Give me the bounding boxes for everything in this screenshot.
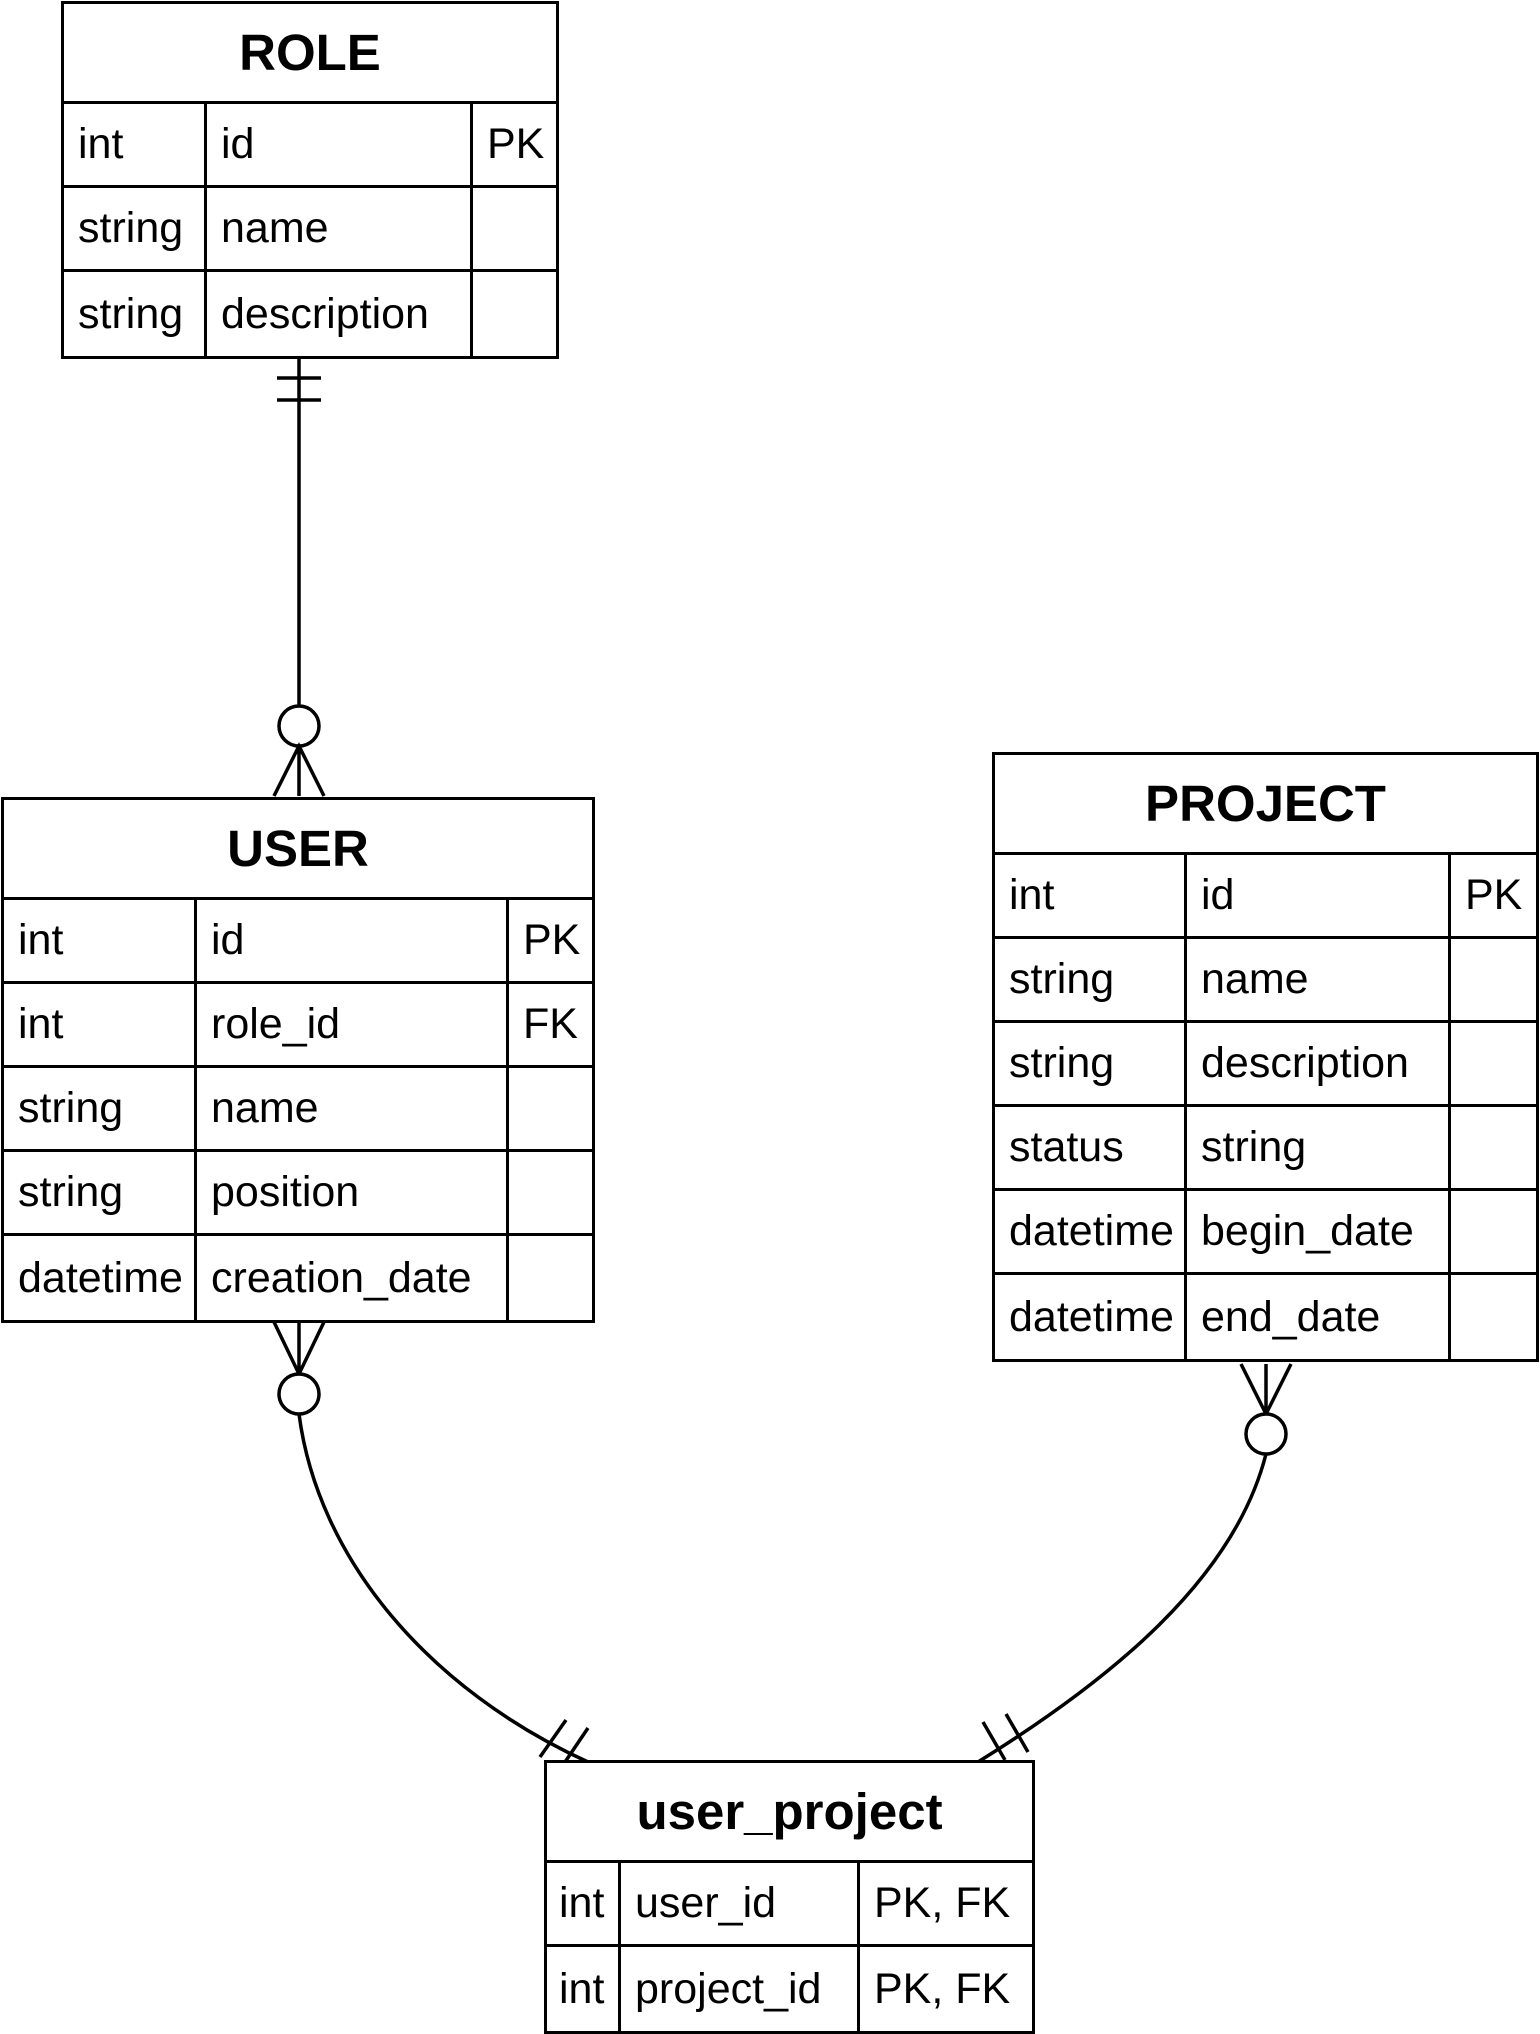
type-cell: int bbox=[547, 1947, 621, 2031]
field-cell: position bbox=[197, 1152, 509, 1233]
type-cell: status bbox=[995, 1107, 1187, 1188]
key-cell: PK, FK bbox=[874, 1879, 1011, 1927]
entity-user[interactable]: USER int id PK int role_id FK string nam… bbox=[1, 797, 595, 1323]
entity-project[interactable]: PROJECT int id PK string name string des… bbox=[992, 752, 1539, 1362]
key-cell bbox=[509, 1068, 592, 1149]
field-cell: description bbox=[207, 272, 473, 356]
table-row: int user_id PK, FK bbox=[547, 1863, 1032, 1947]
field-cell: id bbox=[1187, 855, 1451, 936]
table-row: string description bbox=[995, 1023, 1536, 1107]
table-row: string name bbox=[64, 188, 556, 272]
connector-line bbox=[297, 1413, 589, 1764]
table-row: string description bbox=[64, 272, 556, 356]
key-cell bbox=[509, 1152, 592, 1233]
table-row: int id PK bbox=[4, 900, 592, 984]
crowfoot-many-marker bbox=[272, 742, 326, 797]
type-cell: int bbox=[64, 104, 207, 185]
key-cell bbox=[1451, 1023, 1536, 1104]
field-cell: description bbox=[1187, 1023, 1451, 1104]
key-cell: PK bbox=[1465, 871, 1523, 919]
type-cell: datetime bbox=[4, 1236, 197, 1320]
relationship-role-user bbox=[272, 354, 326, 797]
one-mandatory-marker bbox=[981, 1713, 1030, 1761]
type-cell: string bbox=[4, 1152, 197, 1233]
type-cell: string bbox=[995, 1023, 1187, 1104]
type-cell: string bbox=[64, 272, 207, 356]
table-row: int role_id FK bbox=[4, 984, 592, 1068]
relationship-user-userproject bbox=[272, 1321, 590, 1766]
zero-optional-marker bbox=[277, 704, 321, 748]
zero-optional-marker bbox=[277, 1372, 321, 1416]
type-cell: int bbox=[4, 984, 197, 1065]
table-row: string name bbox=[4, 1068, 592, 1152]
table-row: string position bbox=[4, 1152, 592, 1236]
field-cell: project_id bbox=[621, 1947, 860, 2031]
type-cell: int bbox=[995, 855, 1187, 936]
key-cell: FK bbox=[523, 1000, 578, 1048]
entity-title: user_project bbox=[547, 1763, 1032, 1863]
table-row: datetime begin_date bbox=[995, 1191, 1536, 1275]
one-mandatory-marker bbox=[277, 376, 321, 402]
relationship-project-userproject bbox=[977, 1363, 1293, 1764]
field-cell: name bbox=[197, 1068, 509, 1149]
type-cell: int bbox=[4, 900, 197, 981]
table-row: int id PK bbox=[995, 855, 1536, 939]
field-cell: id bbox=[197, 900, 509, 981]
type-cell: string bbox=[4, 1068, 197, 1149]
entity-user-project[interactable]: user_project int user_id PK, FK int proj… bbox=[544, 1760, 1035, 2034]
one-mandatory-marker bbox=[538, 1718, 590, 1766]
type-cell: datetime bbox=[995, 1275, 1187, 1359]
table-row: int project_id PK, FK bbox=[547, 1947, 1032, 2031]
key-cell: PK, FK bbox=[874, 1964, 1011, 2013]
table-row: string name bbox=[995, 939, 1536, 1023]
type-cell: string bbox=[64, 188, 207, 269]
field-cell: role_id bbox=[197, 984, 509, 1065]
type-cell: int bbox=[547, 1863, 621, 1944]
crowfoot-many-marker bbox=[1239, 1363, 1293, 1418]
key-cell bbox=[509, 1236, 592, 1320]
key-cell bbox=[1451, 1275, 1536, 1359]
entity-role[interactable]: ROLE int id PK string name string descri… bbox=[61, 1, 559, 359]
field-cell: id bbox=[207, 104, 473, 185]
key-cell bbox=[1451, 1107, 1536, 1188]
field-cell: user_id bbox=[621, 1863, 860, 1944]
field-cell: string bbox=[1187, 1107, 1451, 1188]
table-row: datetime end_date bbox=[995, 1275, 1536, 1359]
field-cell: creation_date bbox=[197, 1236, 509, 1320]
key-cell bbox=[473, 188, 556, 269]
zero-optional-marker bbox=[1244, 1412, 1288, 1456]
table-row: status string bbox=[995, 1107, 1536, 1191]
entity-title: ROLE bbox=[64, 4, 556, 104]
key-cell: PK bbox=[523, 916, 581, 964]
key-cell bbox=[1451, 1191, 1536, 1272]
crowfoot-many-marker bbox=[272, 1321, 326, 1379]
key-cell: PK bbox=[487, 120, 545, 168]
table-row: datetime creation_date bbox=[4, 1236, 592, 1320]
type-cell: string bbox=[995, 939, 1187, 1020]
table-row: int id PK bbox=[64, 104, 556, 188]
entity-title: USER bbox=[4, 800, 592, 900]
field-cell: name bbox=[1187, 939, 1451, 1020]
field-cell: begin_date bbox=[1187, 1191, 1451, 1272]
field-cell: name bbox=[207, 188, 473, 269]
key-cell bbox=[1451, 939, 1536, 1020]
key-cell bbox=[473, 272, 556, 356]
entity-title: PROJECT bbox=[995, 755, 1536, 855]
type-cell: datetime bbox=[995, 1191, 1187, 1272]
field-cell: end_date bbox=[1187, 1275, 1451, 1359]
connector-line bbox=[977, 1453, 1268, 1764]
